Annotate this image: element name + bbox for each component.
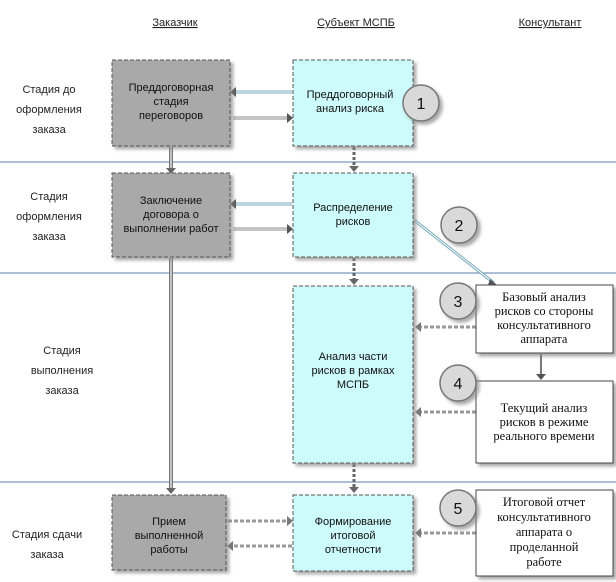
arrow-distribution-to-base-analysis bbox=[413, 218, 497, 285]
box-text-line: переговоров bbox=[139, 110, 203, 122]
arrow-current-analysis-to-partial bbox=[415, 407, 476, 417]
arrow-acceptance-to-final-report bbox=[228, 516, 293, 526]
box-text-line: работы bbox=[150, 544, 187, 556]
subject-box-partial-analysis: Анализ части рисков в рамках МСПБ bbox=[292, 285, 414, 464]
box-text-line: стадия bbox=[153, 96, 188, 108]
stage-label-execution-2: выполнения bbox=[31, 365, 93, 377]
consultant-box-current-analysis: Текущий анализ рисков в режиме реального… bbox=[475, 380, 614, 464]
box-text-line: рисков bbox=[336, 216, 371, 228]
stage-label-pre-order-2: оформления bbox=[16, 104, 82, 116]
box-text-line: проделанной bbox=[510, 540, 579, 554]
header-consultant: Консультант bbox=[519, 17, 582, 29]
box-text-line: консультативного bbox=[497, 318, 591, 332]
consultant-box-base-analysis: Базовый анализ рисков со стороны консуль… bbox=[475, 284, 614, 354]
step-number: 2 bbox=[455, 218, 464, 235]
box-text-line: Формирование bbox=[315, 516, 392, 528]
arrow-customer2-to-subject2 bbox=[233, 224, 293, 234]
box-text-line: рисков в рамках bbox=[311, 365, 395, 377]
box-text-line: итоговой bbox=[330, 530, 375, 542]
box-text-line: анализ риска bbox=[316, 103, 385, 115]
customer-box-pre-negotiation: Преддоговорная стадия переговоров bbox=[111, 59, 231, 147]
stage-label-ordering-3: заказа bbox=[32, 231, 66, 243]
step-circle-2: 2 bbox=[440, 206, 478, 244]
arrow-subject-2-to-3 bbox=[349, 258, 359, 285]
arrow-base-analysis-to-partial bbox=[415, 322, 476, 332]
arrow-subject1-to-customer1 bbox=[230, 87, 292, 97]
stage-label-pre-order-1: Стадия до bbox=[22, 84, 75, 96]
box-text-line: Преддоговорный bbox=[307, 89, 394, 101]
arrow-subject2-to-customer2 bbox=[230, 199, 292, 209]
box-text-line: рисков со стороны bbox=[495, 304, 594, 318]
arrow-subject-1-to-2 bbox=[349, 147, 359, 172]
box-text-line: аппарата о bbox=[516, 525, 572, 539]
customer-box-acceptance: Прием выполненной работы bbox=[111, 494, 227, 571]
stage-label-execution-3: заказа bbox=[45, 385, 79, 397]
box-text-line: МСПБ bbox=[337, 379, 369, 391]
stage-label-delivery-1: Стадия сдачи bbox=[12, 529, 82, 541]
box-text-line: консультативного bbox=[497, 510, 591, 524]
step-circle-3: 3 bbox=[439, 282, 477, 320]
box-text-line: реального времени bbox=[493, 429, 595, 443]
stage-label-ordering-1: Стадия bbox=[30, 191, 68, 203]
box-text-line: Преддоговорная bbox=[129, 82, 214, 94]
step-number: 3 bbox=[454, 294, 463, 311]
arrow-base-to-current-analysis bbox=[536, 354, 546, 380]
header-subject: Субъект МСПБ bbox=[317, 17, 395, 29]
subject-box-pre-analysis: Преддоговорный анализ риска bbox=[292, 59, 414, 147]
stage-label-delivery-2: заказа bbox=[30, 549, 64, 561]
arrow-customer-2-to-3 bbox=[166, 258, 176, 494]
arrow-customer1-to-subject1 bbox=[233, 113, 293, 123]
customer-box-contract: Заключение договора о выполнении работ bbox=[111, 172, 231, 258]
box-text-line: выполненной bbox=[135, 530, 204, 542]
step-number: 1 bbox=[417, 96, 426, 113]
box-text-line: рисков в режиме bbox=[500, 415, 589, 429]
step-number: 5 bbox=[454, 501, 463, 518]
box-text-line: Прием bbox=[152, 516, 186, 528]
subject-box-distribution: Распределение рисков bbox=[292, 172, 414, 258]
box-text-line: Базовый анализ bbox=[502, 290, 586, 304]
box-text-line: Анализ части bbox=[319, 351, 388, 363]
arrow-consultant-report-to-final-report bbox=[415, 528, 476, 538]
step-number: 4 bbox=[454, 376, 463, 393]
step-circle-5: 5 bbox=[439, 489, 477, 527]
stage-label-ordering-2: оформления bbox=[16, 211, 82, 223]
box-text-line: Текущий анализ bbox=[501, 401, 588, 415]
step-circle-1: 1 bbox=[402, 84, 440, 122]
stage-label-execution-1: Стадия bbox=[43, 345, 81, 357]
box-text-line: договора о bbox=[143, 209, 199, 221]
header-customer: Заказчик bbox=[152, 17, 197, 29]
box-text-line: выполнении работ bbox=[123, 223, 218, 235]
box-text-line: Заключение bbox=[140, 195, 202, 207]
consultant-box-final-report: Итоговой отчет консультативного аппарата… bbox=[475, 489, 614, 577]
step-circle-4: 4 bbox=[439, 364, 477, 402]
connectors bbox=[166, 87, 546, 551]
arrow-customer-1-to-2 bbox=[166, 147, 176, 174]
arrow-subject-3-to-4 bbox=[349, 464, 359, 493]
subject-box-final-report: Формирование итоговой отчетности bbox=[292, 494, 414, 572]
stage-label-pre-order-3: заказа bbox=[32, 124, 66, 136]
box-text-line: работе bbox=[526, 555, 562, 569]
box-text-line: Распределение bbox=[313, 202, 393, 214]
box-text-line: аппарата bbox=[521, 332, 568, 346]
box-text-line: Итоговой отчет bbox=[503, 495, 586, 509]
arrow-final-report-to-acceptance bbox=[227, 541, 292, 551]
box-text-line: отчетности bbox=[325, 544, 381, 556]
